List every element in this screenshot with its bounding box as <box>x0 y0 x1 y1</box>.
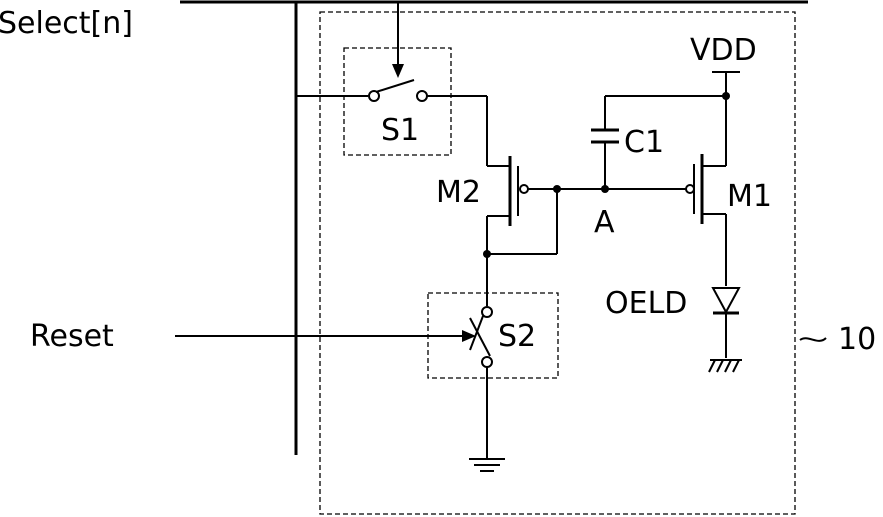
switch-s2 <box>470 254 492 458</box>
oeld-diode <box>713 288 739 358</box>
transistor-m2 <box>487 156 686 254</box>
node-a-label: A <box>594 205 615 240</box>
reset-label: Reset <box>30 319 114 354</box>
c1-label: C1 <box>624 125 664 160</box>
reference-leader <box>800 338 826 341</box>
m2-label: M2 <box>436 175 481 210</box>
reference-number: 10 <box>838 322 876 357</box>
m1-label: M1 <box>727 179 772 214</box>
chassis-ground-icon <box>709 360 742 372</box>
select-arrow <box>392 2 404 78</box>
vdd-label: VDD <box>690 33 757 68</box>
select-line <box>180 2 808 455</box>
select-label: Select[n] <box>0 6 133 41</box>
reset-arrow <box>175 330 476 342</box>
oeld-label: OELD <box>605 286 687 321</box>
vdd-terminal <box>712 72 740 166</box>
s2-label: S2 <box>498 319 536 354</box>
ground-icon <box>469 459 505 471</box>
transistor-m1 <box>686 154 726 286</box>
s1-label: S1 <box>381 113 419 148</box>
